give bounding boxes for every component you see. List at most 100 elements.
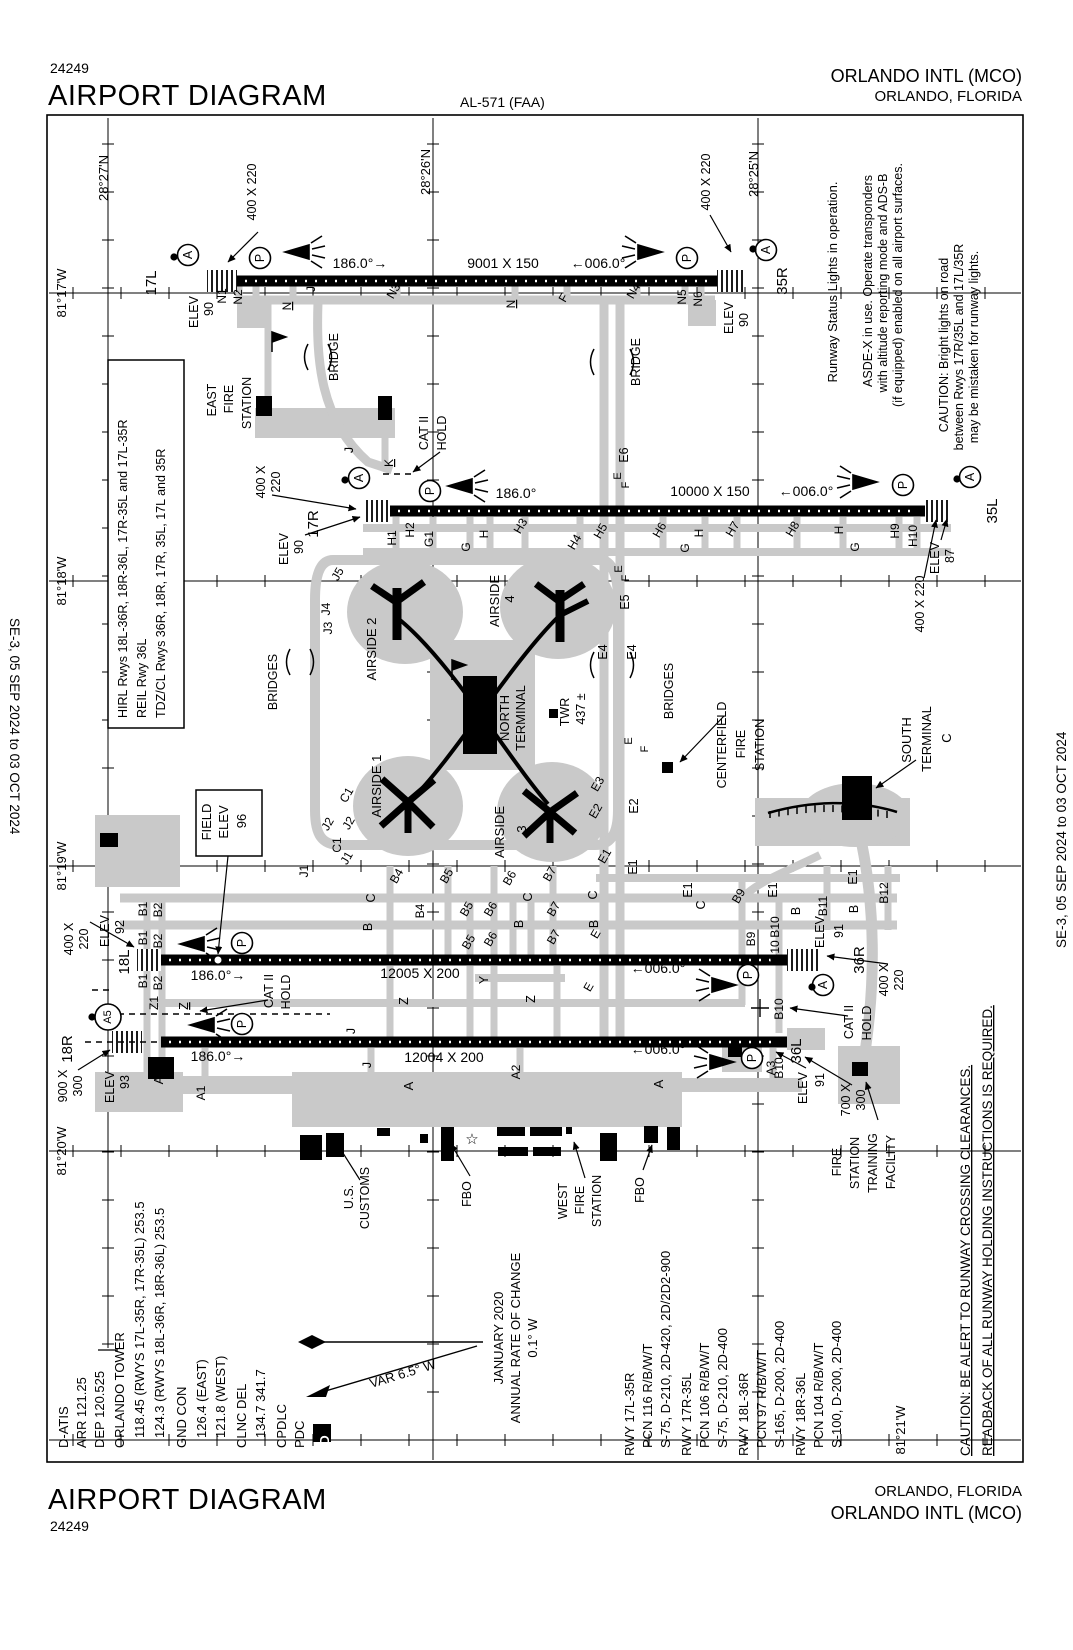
- airside-piers: [370, 579, 590, 843]
- building: [600, 1133, 617, 1161]
- map-label: ELEV: [277, 532, 291, 565]
- map-label: ELEV: [98, 914, 112, 947]
- map-label: 134.7 341.7: [253, 1369, 268, 1438]
- approach-light-icon: [693, 1045, 737, 1079]
- building: [644, 1126, 658, 1143]
- map-label: ELEV: [928, 541, 942, 574]
- leader-arrow: [572, 1141, 586, 1179]
- map-label: 700 X: [839, 1083, 853, 1116]
- pier: [398, 618, 550, 806]
- map-label: E6: [617, 447, 631, 462]
- map-label: B6: [481, 899, 501, 919]
- map-label: N5: [675, 289, 689, 305]
- pier: [558, 598, 590, 618]
- building: [842, 776, 872, 820]
- beacon-dot: [170, 253, 178, 261]
- map-label: RWY 18R-36L: [793, 1373, 808, 1456]
- map-label: 81°21'W: [893, 1405, 908, 1455]
- leader-arrow: [271, 494, 357, 512]
- map-label: B5: [437, 866, 457, 886]
- circled-letter-text: A: [352, 473, 366, 482]
- circled-letter: [230, 931, 254, 955]
- map-label: G: [459, 542, 473, 551]
- blast-pad: [717, 270, 743, 292]
- map-label: U.S.: [342, 1185, 356, 1209]
- map-label: A1: [194, 1085, 208, 1100]
- map-label: 437 ±: [574, 693, 588, 724]
- map-label: HOLD: [860, 1006, 874, 1041]
- map-label: 81°19'W: [54, 841, 69, 891]
- building: [497, 1127, 525, 1136]
- leader-arrow: [826, 953, 889, 965]
- map-label: N2: [231, 289, 245, 305]
- map-label: C: [364, 893, 378, 902]
- map-label: 10000 X 150: [670, 483, 750, 499]
- leader-arrow: [642, 1144, 653, 1171]
- map-label: D-ATIS: [56, 1406, 71, 1448]
- map-label: Z1: [147, 996, 161, 1010]
- map-label: 35L: [984, 498, 1001, 523]
- map-label: NORTH: [497, 695, 512, 741]
- leader-arrow: [709, 214, 732, 253]
- bridge-mark: [589, 348, 635, 376]
- map-label: Runway Status Lights in operation.: [825, 182, 840, 383]
- map-label: S-75, D-210, 2D-420, 2D/2D2-900: [658, 1251, 673, 1448]
- map-label: 91: [832, 924, 846, 938]
- map-label: 91: [813, 1073, 827, 1087]
- map-label: 9001 X 150: [467, 255, 539, 271]
- map-label: C: [586, 890, 600, 899]
- building: [378, 396, 392, 420]
- footer-title: AIRPORT DIAGRAM: [48, 1484, 327, 1516]
- var-arrow-head: [306, 1385, 330, 1397]
- circled-letter-text: P: [896, 481, 910, 489]
- apron: [682, 1078, 802, 1092]
- runways: [112, 270, 951, 1053]
- map-label: G: [678, 543, 692, 552]
- map-label: H1: [385, 530, 399, 546]
- map-label: N4: [624, 281, 644, 302]
- map-label: A2: [509, 1064, 523, 1079]
- leader-arrow: [412, 451, 441, 473]
- map-label: S-75, D-210, 2D-400: [715, 1328, 730, 1448]
- map-label: B10: [772, 1057, 786, 1079]
- map-label: H: [832, 526, 846, 535]
- circled-letter: [740, 1046, 764, 1070]
- map-label: FIELD: [199, 804, 214, 841]
- map-label: TDZ/CL Rwys 36R, 18R, 17R, 35L, 17L and …: [154, 449, 168, 718]
- map-label: B7: [544, 899, 564, 919]
- map-label: H6: [650, 520, 670, 541]
- taxiway: [143, 1042, 777, 1092]
- map-label: PCN 104 R/B/W/T: [811, 1342, 826, 1448]
- map-label: N: [504, 300, 518, 309]
- map-label: 90: [202, 302, 216, 316]
- map-label: B9: [729, 886, 749, 906]
- building: [566, 1127, 572, 1134]
- map-label: J4: [319, 602, 333, 615]
- circled-letter-text: A: [759, 245, 773, 254]
- map-label: S-165, D-200, 2D-400: [772, 1321, 787, 1448]
- map-label: J3: [321, 621, 335, 634]
- building: [377, 1128, 390, 1136]
- map-label: BRIDGES: [266, 654, 280, 710]
- circled-letter-text: P: [235, 939, 249, 947]
- map-label: B9: [744, 931, 758, 946]
- building: [498, 1147, 528, 1156]
- map-label: N1: [215, 288, 229, 304]
- map-label: 28°27'N: [96, 155, 111, 201]
- taxiway: [739, 851, 822, 901]
- building: [662, 762, 673, 773]
- map-label: ELEV: [796, 1071, 810, 1104]
- map-label: C: [939, 733, 954, 742]
- map-label: B4: [413, 903, 427, 918]
- map-label: E1: [681, 882, 695, 897]
- map-label: E: [613, 565, 625, 572]
- map-label: H4: [565, 532, 585, 553]
- map-label: E: [580, 980, 596, 994]
- map-label: J5: [328, 565, 347, 583]
- circled-letter: [891, 473, 915, 497]
- map-label: 17R: [305, 510, 322, 538]
- pier: [370, 583, 401, 607]
- footer-chart-id: 24249: [50, 1518, 89, 1534]
- runway-bar: [390, 505, 925, 517]
- chart-id: 24249: [50, 60, 89, 76]
